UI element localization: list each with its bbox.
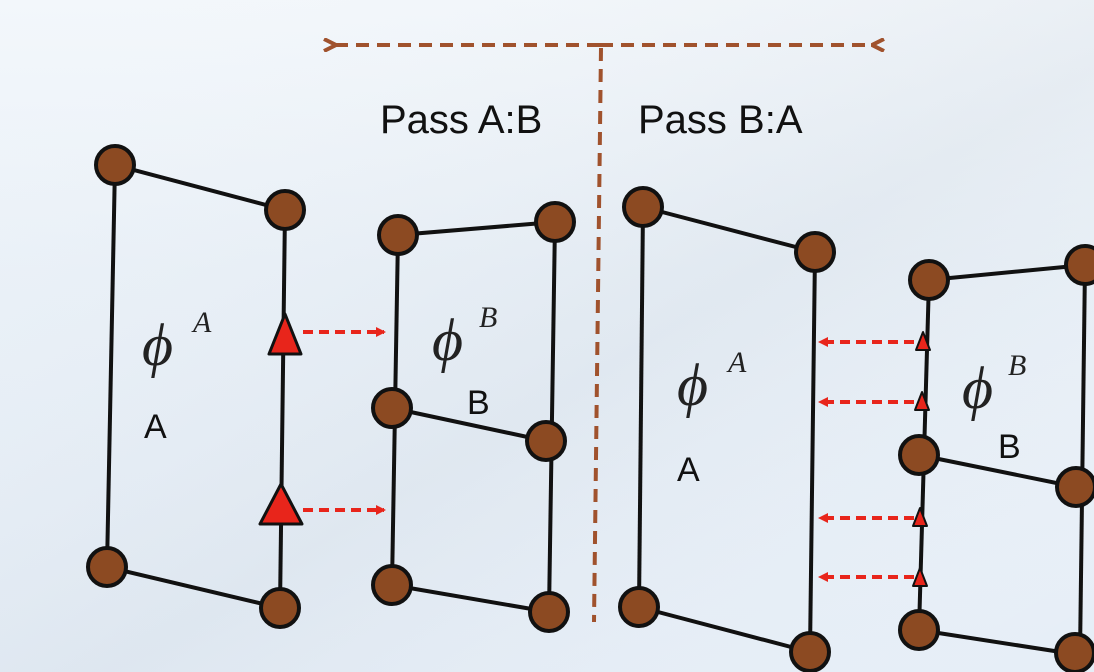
grid-node xyxy=(1064,244,1094,286)
edge xyxy=(278,209,287,609)
edge xyxy=(918,628,1081,657)
edge xyxy=(547,221,557,613)
edge xyxy=(114,163,286,212)
edge xyxy=(391,583,550,614)
grid-node xyxy=(528,591,570,633)
grid-node xyxy=(534,201,576,243)
edge xyxy=(642,205,816,254)
left-block-b: ϕ B B xyxy=(371,201,576,633)
phi-b-symbol: ϕ xyxy=(432,307,463,373)
phi-b-superscript: B xyxy=(479,301,497,334)
phi-a-superscript: A xyxy=(191,306,212,339)
grid-node xyxy=(264,189,306,231)
interpolation-point-marker xyxy=(912,567,928,587)
edge xyxy=(106,565,281,610)
edge xyxy=(637,206,645,608)
region-a-label: A xyxy=(677,451,700,489)
right-block-a: ϕ A A xyxy=(618,186,836,672)
edge xyxy=(638,605,811,654)
edge xyxy=(105,164,117,568)
region-a-label: A xyxy=(144,408,167,446)
grid-node xyxy=(377,214,419,256)
region-b-label: B xyxy=(998,428,1021,466)
interpolation-point-marker xyxy=(258,482,304,526)
interpolation-point-marker xyxy=(912,507,928,527)
interpolation-point-marker xyxy=(915,331,931,351)
right-block-b: ϕ B B xyxy=(898,244,1094,672)
phi-a-superscript: A xyxy=(726,346,747,379)
grid-node xyxy=(86,546,128,588)
edge xyxy=(918,453,1077,489)
grid-node xyxy=(794,231,836,273)
grid-node xyxy=(898,434,940,476)
grid-node xyxy=(371,387,413,429)
phi-b-symbol: ϕ xyxy=(962,355,993,421)
grid-node xyxy=(525,420,567,462)
phi-a-symbol: ϕ xyxy=(677,352,708,418)
edge xyxy=(1078,264,1087,656)
grid-node xyxy=(789,631,831,672)
interpolation-point-marker xyxy=(914,391,930,411)
grid-node xyxy=(1054,632,1094,672)
grid-node xyxy=(622,186,664,228)
grid-node xyxy=(908,259,950,301)
grid-node xyxy=(1055,466,1094,508)
pass-divider xyxy=(336,45,872,623)
interpolation-point-marker xyxy=(267,312,303,356)
divider-vertical-line xyxy=(592,47,603,623)
edge xyxy=(397,220,556,237)
left-block-a: ϕ A A xyxy=(86,144,306,629)
edge xyxy=(391,406,547,443)
grid-node xyxy=(371,564,413,606)
region-b-label: B xyxy=(467,384,490,422)
phi-b-superscript: B xyxy=(1008,349,1026,382)
grid-node xyxy=(94,144,136,186)
grid-node xyxy=(618,586,660,628)
grid-node xyxy=(259,587,301,629)
phi-a-symbol: ϕ xyxy=(142,312,173,378)
edge xyxy=(928,263,1086,282)
grid-node xyxy=(898,609,940,651)
pass-ab-label: Pass A:B xyxy=(380,98,542,142)
edge xyxy=(808,251,817,653)
pass-ba-label: Pass B:A xyxy=(638,98,803,142)
